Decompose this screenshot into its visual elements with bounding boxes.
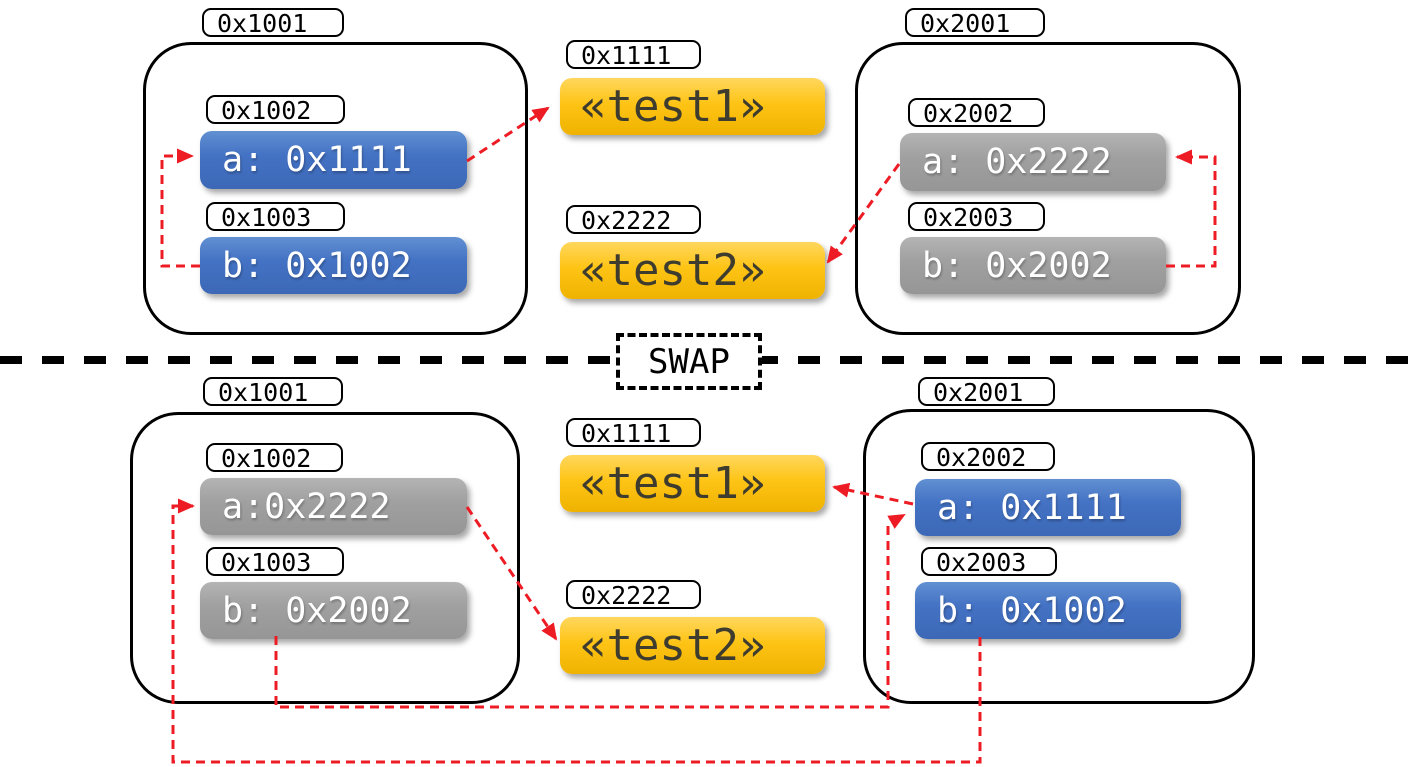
frame-address-tag: 0x1001	[203, 377, 343, 406]
memory-slot-b: b: 0x2002	[900, 237, 1166, 294]
string-address-tag: 0x1111	[566, 418, 701, 447]
slot-value: b: 0x2002	[222, 590, 412, 631]
string-value: «test1»	[580, 458, 766, 509]
frame-address-tag: 0x1001	[202, 8, 344, 37]
slot-value: a: 0x1111	[222, 140, 412, 180]
frame-address-tag: 0x2001	[918, 377, 1055, 406]
string-box-test1: «test1»	[560, 78, 825, 135]
string-box-test1: «test1»	[560, 455, 825, 512]
frame-address-tag: 0x2001	[905, 8, 1045, 37]
slot-address-tag: 0x2003	[908, 202, 1045, 231]
string-address-tag: 0x1111	[566, 40, 701, 69]
slot-address-tag: 0x2002	[908, 98, 1045, 127]
string-box-test2: «test2»	[560, 617, 825, 674]
slot-value: a: 0x2222	[922, 142, 1112, 182]
slot-address-tag: 0x1003	[206, 202, 345, 231]
string-value: «test2»	[580, 620, 766, 671]
string-address-tag: 0x2222	[566, 205, 701, 234]
string-address-tag: 0x2222	[566, 580, 701, 609]
slot-value: b: 0x1002	[222, 245, 412, 286]
memory-slot-a: a: 0x1111	[200, 131, 467, 189]
memory-slot-b: b: 0x2002	[200, 582, 467, 639]
memory-slot-b: b: 0x1002	[915, 582, 1181, 639]
memory-slot-a: a: 0x1111	[915, 479, 1181, 536]
slot-value: a: 0x1111	[937, 487, 1127, 528]
swap-label: SWAP	[648, 341, 730, 382]
memory-slot-a: a:0x2222	[200, 478, 467, 535]
frame-top-left	[143, 42, 528, 335]
string-value: «test1»	[580, 81, 766, 132]
string-value: «test2»	[580, 245, 766, 296]
slot-address-tag: 0x1002	[206, 443, 343, 472]
memory-slot-a: a: 0x2222	[900, 133, 1166, 191]
slot-value: b: 0x1002	[937, 590, 1127, 631]
slot-address-tag: 0x2003	[921, 547, 1057, 576]
slot-value: b: 0x2002	[922, 245, 1112, 286]
string-box-test2: «test2»	[560, 242, 825, 299]
memory-slot-b: b: 0x1002	[200, 237, 467, 294]
slot-value: a:0x2222	[222, 486, 391, 527]
slot-address-tag: 0x2002	[921, 442, 1055, 471]
swap-label-box: SWAP	[616, 333, 762, 390]
slot-address-tag: 0x1002	[206, 95, 345, 124]
slot-address-tag: 0x1003	[206, 547, 344, 576]
